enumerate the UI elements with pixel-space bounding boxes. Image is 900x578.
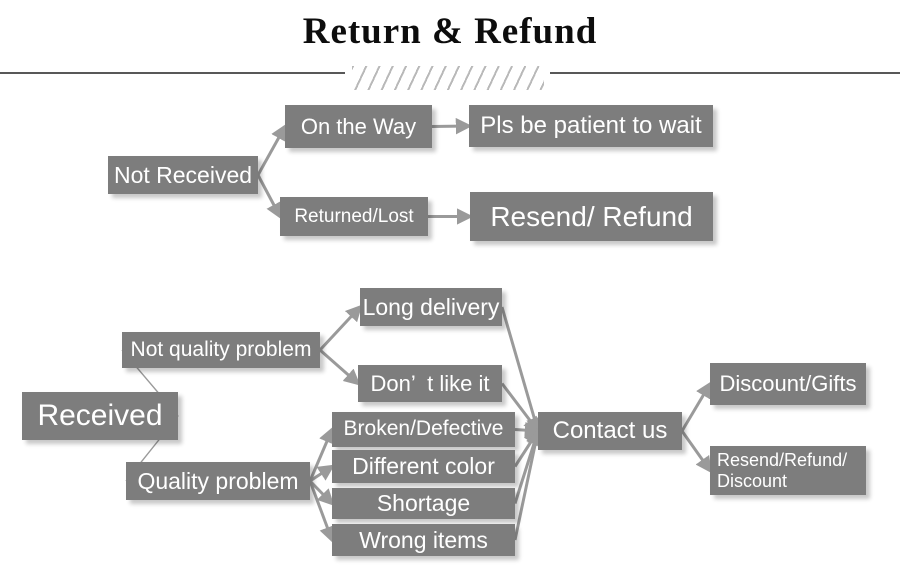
connector-not-received-to-returned-lost (256, 174, 282, 220)
hatched-divider-icon (352, 66, 544, 90)
flow-node-shortage: Shortage (332, 488, 515, 519)
flow-node-long-delivery: Long delivery (360, 288, 502, 326)
flow-node-contact-us: Contact us (538, 412, 682, 450)
connector-quality-to-different-color (309, 464, 335, 483)
flow-node-resend-refund-discount: Resend/Refund/ Discount (710, 446, 866, 495)
flow-node-broken-defective: Broken/Defective (332, 412, 515, 447)
flow-node-not-quality: Not quality problem (122, 332, 320, 368)
connector-contact-us-to-discount-gifts (680, 381, 712, 432)
flow-node-resend-refund: Resend/ Refund (470, 192, 713, 241)
flow-node-quality: Quality problem (126, 462, 310, 500)
flow-node-pls-be-patient: Pls be patient to wait (469, 105, 713, 147)
flow-node-not-received: Not Received (108, 156, 258, 194)
decorative-divider (0, 66, 900, 92)
divider-rule-right (550, 72, 900, 74)
connector-not-quality-to-long-delivery (318, 304, 363, 352)
divider-rule-left (0, 72, 345, 74)
connector-long-delivery-to-contact-us (500, 306, 543, 435)
connector-wrong-items-to-contact-us (513, 427, 544, 541)
connector-broken-defective-to-contact-us (514, 421, 542, 439)
connector-quality-to-broken-defective (308, 426, 335, 482)
connector-not-received-to-on-the-way (256, 123, 287, 176)
connector-quality-to-wrong-items (308, 480, 336, 544)
flow-node-dont-like-it: Don’ t like it (358, 365, 502, 402)
flow-node-discount-gifts: Discount/Gifts (710, 363, 866, 405)
connector-not-quality-to-dont-like-it (319, 348, 361, 386)
flow-node-different-color: Different color (332, 450, 515, 483)
connector-quality-to-shortage (308, 479, 335, 506)
connector-contact-us-to-resend-refund-discount (680, 430, 712, 474)
flow-node-wrong-items: Wrong items (332, 524, 515, 556)
flow-node-received: Received (22, 392, 178, 440)
flow-node-returned-lost: Returned/Lost (280, 197, 428, 236)
flow-node-on-the-way: On the Way (285, 105, 432, 148)
connector-on-the-way-to-pls-be-patient (431, 117, 473, 135)
page-title: Return & Refund (302, 11, 598, 52)
